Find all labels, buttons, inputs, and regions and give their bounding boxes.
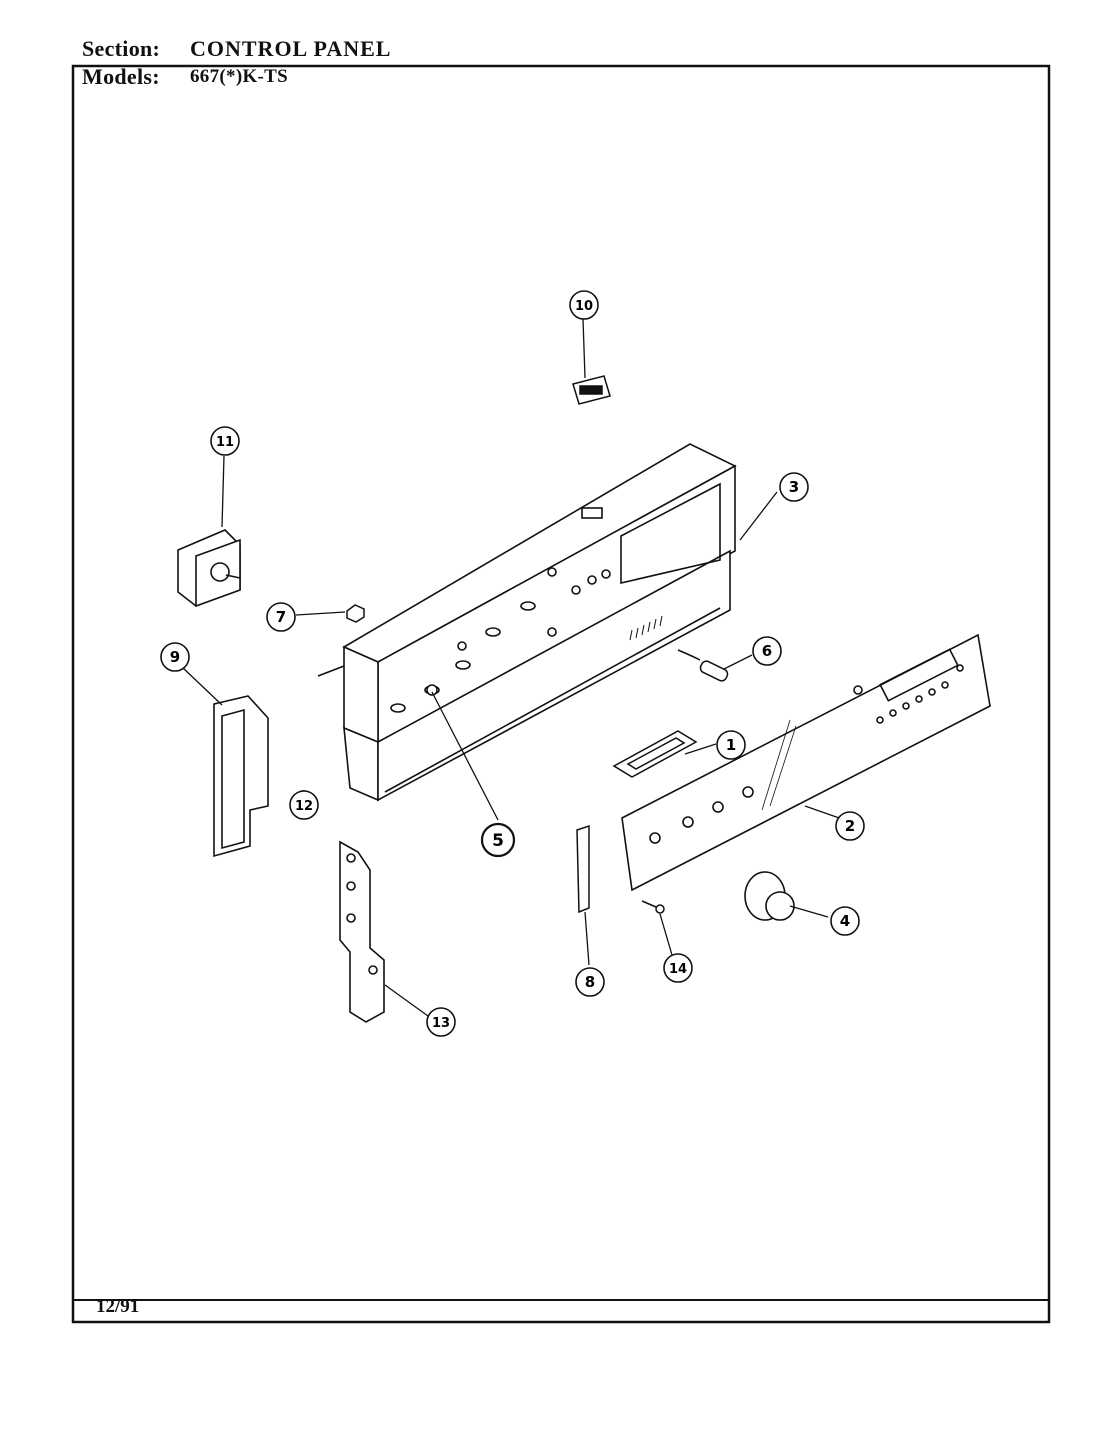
callout-label: 14	[669, 962, 687, 977]
callout-label: 3	[789, 478, 799, 496]
glass-panel	[621, 633, 991, 892]
callout-label: 9	[170, 648, 180, 666]
callout-10: 10	[569, 290, 599, 320]
callout-label: 12	[295, 799, 313, 814]
callout-6: 6	[752, 636, 782, 666]
callout-14: 14	[663, 953, 693, 983]
clock-timer	[177, 529, 241, 608]
callout-label: 4	[840, 912, 850, 930]
panel-housing	[317, 443, 737, 802]
trim-strip	[576, 824, 590, 914]
callout-label: 6	[762, 642, 772, 660]
callout-label: 11	[216, 435, 234, 450]
end-cap	[213, 695, 269, 858]
models-value: 667(*)K-TS	[190, 66, 288, 87]
screw	[641, 900, 665, 914]
housing-screw	[426, 684, 438, 696]
callout-5: 5	[480, 822, 516, 858]
callout-9: 9	[160, 642, 190, 672]
section-label: Section:	[82, 36, 161, 61]
display-overlay	[612, 730, 698, 778]
callout-1: 1	[716, 730, 746, 760]
callout-12: 12	[289, 790, 319, 820]
section-title: CONTROL PANEL	[190, 36, 392, 61]
hex-nut	[346, 604, 365, 623]
models-label: Models:	[82, 64, 160, 89]
control-knob	[744, 871, 795, 921]
diagram-frame	[71, 64, 1051, 1324]
callout-label: 8	[585, 973, 595, 991]
rocker-switch	[572, 375, 611, 405]
callout-7: 7	[266, 602, 296, 632]
callout-label: 2	[845, 817, 855, 835]
lamp-socket	[677, 649, 729, 682]
callout-8: 8	[575, 967, 605, 997]
revision-date: 12/91	[96, 1296, 140, 1317]
callout-label: 13	[432, 1016, 450, 1031]
mounting-bracket	[339, 840, 385, 1023]
callout-3: 3	[779, 472, 809, 502]
callout-4: 4	[830, 906, 860, 936]
callout-label: 10	[575, 299, 593, 314]
callout-label: 7	[276, 608, 286, 626]
callout-11: 11	[210, 426, 240, 456]
callout-13: 13	[426, 1007, 456, 1037]
callout-label: 1	[726, 736, 736, 754]
callout-2: 2	[835, 811, 865, 841]
callout-label: 5	[492, 831, 504, 851]
